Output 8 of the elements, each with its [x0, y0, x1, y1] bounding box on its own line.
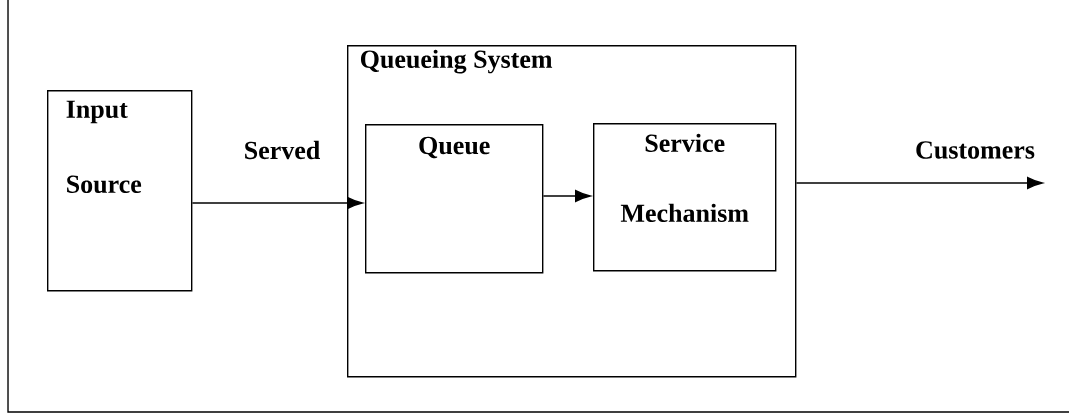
- queue-box: Queue: [365, 124, 544, 274]
- mechanism-box: Service Mechanism: [593, 123, 777, 272]
- edge-label: Served: [241, 138, 323, 162]
- edge-label: Customers: [913, 139, 1037, 161]
- source-box: Input Source: [47, 90, 193, 292]
- arrow: [795, 177, 1043, 189]
- arrow: [542, 190, 591, 202]
- arrow: [191, 197, 363, 209]
